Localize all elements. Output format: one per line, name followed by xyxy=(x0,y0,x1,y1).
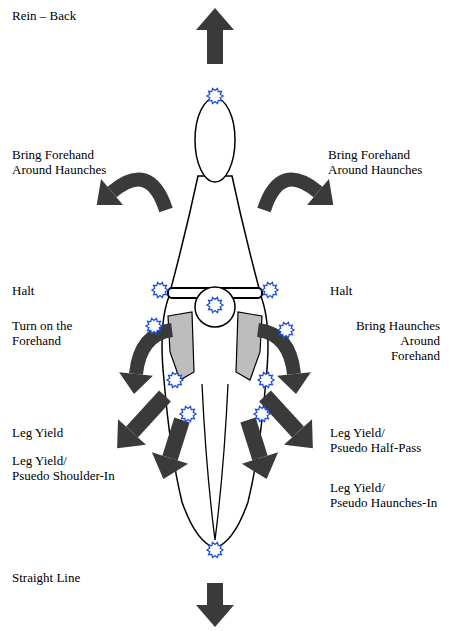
arrow-head xyxy=(307,179,333,205)
rider-leg xyxy=(236,312,262,380)
aid-marker xyxy=(207,88,223,103)
arrow-shaft xyxy=(207,30,223,64)
aid-label: Halt xyxy=(330,283,352,298)
arrow-head xyxy=(97,179,123,205)
horse-head xyxy=(195,98,235,182)
curved-arrow-shaft xyxy=(264,180,318,210)
arrow-shaft xyxy=(170,420,182,458)
aid-label: Halt xyxy=(12,283,34,298)
aid-marker xyxy=(278,322,294,337)
aid-label: Bring Forehand Around Haunches xyxy=(12,147,112,177)
arrow-head xyxy=(117,419,146,448)
aid-marker xyxy=(262,282,278,297)
arrow-head xyxy=(284,419,313,448)
aid-label: Bring Haunches Around Forehand xyxy=(352,318,440,363)
rider-head xyxy=(195,287,235,327)
arrow-shaft xyxy=(248,420,260,458)
aid-marker xyxy=(258,372,274,387)
arrow-shaft xyxy=(207,583,223,605)
aid-label: Bring Forehand Around Haunches xyxy=(328,147,428,177)
aid-label: Leg Yield xyxy=(12,425,63,440)
arrow-head xyxy=(119,372,153,394)
arrow-head xyxy=(277,372,311,394)
aid-label: Leg Yield/ Psuedo Half-Pass xyxy=(330,425,421,455)
aid-marker xyxy=(152,282,168,297)
arrow-shaft xyxy=(132,396,165,432)
aid-marker xyxy=(207,542,223,557)
aid-marker xyxy=(207,297,223,312)
arrow-head xyxy=(196,8,234,30)
aid-label: Straight Line xyxy=(12,570,80,585)
aid-label: Turn on the Forehand xyxy=(12,318,82,348)
curved-arrow-shaft xyxy=(136,330,172,374)
aid-marker xyxy=(254,406,270,421)
aid-marker xyxy=(180,406,196,421)
arrow-head xyxy=(196,605,234,627)
aid-label: Rein – Back xyxy=(12,8,76,23)
curved-arrow-shaft xyxy=(112,180,166,210)
aid-marker xyxy=(167,372,183,387)
aid-label: Leg Yield/ Psuedo Shoulder-In xyxy=(12,453,115,483)
arrow-head xyxy=(242,452,278,479)
arrow-head xyxy=(152,452,188,479)
aid-label: Leg Yield/ Pseudo Haunches-In xyxy=(330,480,437,510)
horse-body xyxy=(162,294,268,548)
rider-leg xyxy=(168,312,194,380)
horse-neck xyxy=(170,176,260,292)
aid-marker xyxy=(146,318,162,333)
horse-tail xyxy=(202,384,228,540)
